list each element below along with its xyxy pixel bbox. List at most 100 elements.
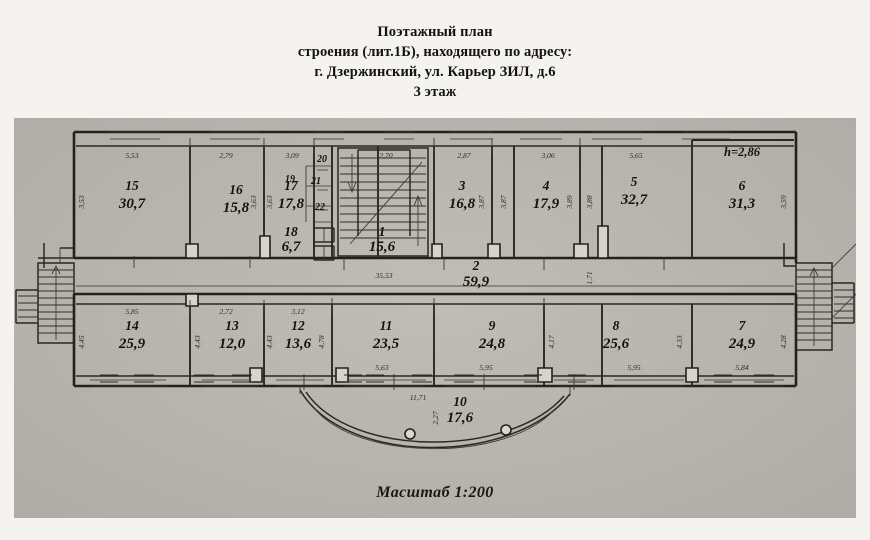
dim-lv-4: 4,78 [317,335,326,348]
dim-lv-5: 4,17 [547,334,556,348]
dimension-text-upper-vertical: 3,53 3,63 3,63 3,87 3,87 3,89 3,88 3,59 [77,194,788,209]
dim-lv-2: 4,43 [193,335,202,348]
dim-uv-4: 3,87 [477,194,486,209]
dim-lv-6: 4,33 [675,335,684,348]
dim-top-7: 5,65 [629,151,642,160]
room-11-number: 11 [380,318,393,333]
scanned-sheet-background [14,118,856,518]
dim-top-2: 2,79 [219,151,232,160]
dimension-text-balcony: 11,71 2,27 [410,393,440,425]
plan-title-block: Поэтажный план строения (лит.1Б), находя… [0,22,870,102]
room-3-area: 16,8 [449,196,476,212]
dim-top-1: 5,53 [125,151,138,160]
exterior-stair-left [15,243,75,344]
door-marks-lower [185,293,699,383]
room-5-area: 32,7 [620,192,648,208]
room-4-number: 4 [542,178,550,193]
dim-corridor-width: 1,71 [585,271,594,284]
room-17-area: 17,8 [278,196,305,212]
room-labels-upper: 15 30,7 16 15,8 17 17,8 19 20 21 22 18 6… [118,145,761,255]
room-18-area: 6,7 [282,239,301,255]
room-4-area: 17,9 [533,196,560,212]
room-10-number: 10 [453,394,467,409]
dimension-text-lower-top: 5,85 2,72 3,12 [125,307,304,316]
room-14-number: 14 [125,318,139,333]
balcony-column-right [500,424,512,436]
room-19-number: 19 [285,174,295,185]
dim-top-6: 3,06 [540,151,554,160]
balcony-curve [100,374,774,450]
room-3-number: 3 [458,178,466,193]
dim-uv-6: 3,89 [565,195,574,209]
room-16-number: 16 [229,182,243,197]
plan-title-line-2: строения (лит.1Б), находящего по адресу: [297,44,573,60]
room-17-number: 17 [284,178,299,193]
room-13-area: 12,0 [219,336,246,352]
dim-lt-3: 3,12 [290,307,304,316]
dimension-text-top: 5,53 2,79 3,09 2,70 2,87 3,06 5,65 [125,151,642,160]
plan-title-line-3: г. Дзержинский, ул. Карьер ЗИЛ, д.6 [314,64,556,80]
room-8-number: 8 [613,318,620,333]
ceiling-height-note: h=2,86 [724,145,761,159]
dim-uv-5: 3,87 [499,194,508,209]
room-7-area: 24,9 [728,336,756,352]
room-21-number: 21 [310,176,321,187]
dimension-text-lower-bottom: 5,63 5,95 5,95 5,84 [375,363,748,372]
room-22-number: 22 [314,202,325,213]
room-16-area: 15,8 [223,200,250,216]
dim-uv-3: 3,63 [265,195,274,209]
corridor-band [74,256,796,296]
room-15-area: 30,7 [118,196,146,212]
dim-lv-3: 4,43 [265,335,274,348]
dimension-ticks [189,138,581,390]
room-2-area: 59,9 [463,274,490,290]
floor-plan-drawing: 15 30,7 16 15,8 17 17,8 19 20 21 22 18 6… [15,130,856,450]
scale-caption: Масштаб 1:200 [376,484,494,501]
room-1-number: 1 [379,224,386,239]
room-10-area: 17,6 [447,410,474,426]
dim-top-4: 2,70 [379,151,392,160]
room-2-number: 2 [472,258,480,273]
dim-corridor-total: 35,53 [374,271,392,280]
room-labels-lower: 14 25,9 13 12,0 12 13,6 11 23,5 9 24,8 8… [118,318,756,426]
dim-top-3: 3,09 [284,151,298,160]
dim-balcony-span: 11,71 [410,393,427,402]
dimension-text-corridor: 35,53 1,71 [374,271,594,285]
door-marks-upper [185,225,609,259]
dim-balcony-depth: 2,27 [431,410,440,424]
room-20-number: 20 [316,154,327,165]
dim-lt-1: 5,85 [125,307,138,316]
room-6-area: 31,3 [728,196,756,212]
room-8-area: 25,6 [602,336,630,352]
room-9-number: 9 [489,318,496,333]
room-7-number: 7 [739,318,747,333]
central-stairwell [313,147,429,261]
exterior-stair-right [783,243,856,351]
dim-lv-7: 4,28 [779,335,788,348]
balcony-column-left [404,428,416,440]
room-1-area: 15,6 [369,239,396,255]
room-11-area: 23,5 [372,336,400,352]
plan-title-line-4: 3 этаж [413,84,457,100]
dim-lt-2: 2,72 [219,307,232,316]
room-6-number: 6 [739,178,746,193]
dim-lb-2: 5,95 [479,363,492,372]
room-labels-corridor: 2 59,9 [463,258,490,290]
room-13-number: 13 [225,318,239,333]
room-12-area: 13,6 [285,336,312,352]
dimension-text-lower-vertical: 4,45 4,43 4,43 4,78 4,17 4,33 4,28 [77,334,788,348]
window-marks-top [110,131,730,140]
dim-uv-7: 3,88 [585,195,594,209]
dim-lb-4: 5,84 [735,363,748,372]
room-14-area: 25,9 [118,336,146,352]
dim-uv-2: 3,63 [249,195,258,209]
room-15-number: 15 [125,178,139,193]
dim-top-5: 2,87 [457,151,471,160]
room-12-number: 12 [291,318,305,333]
dim-lv-1: 4,45 [77,335,86,348]
dim-uv-1: 3,53 [77,195,86,209]
plan-title-line-1: Поэтажный план [377,24,493,40]
dim-lb-3: 5,95 [627,363,640,372]
room-18-number: 18 [284,224,298,239]
